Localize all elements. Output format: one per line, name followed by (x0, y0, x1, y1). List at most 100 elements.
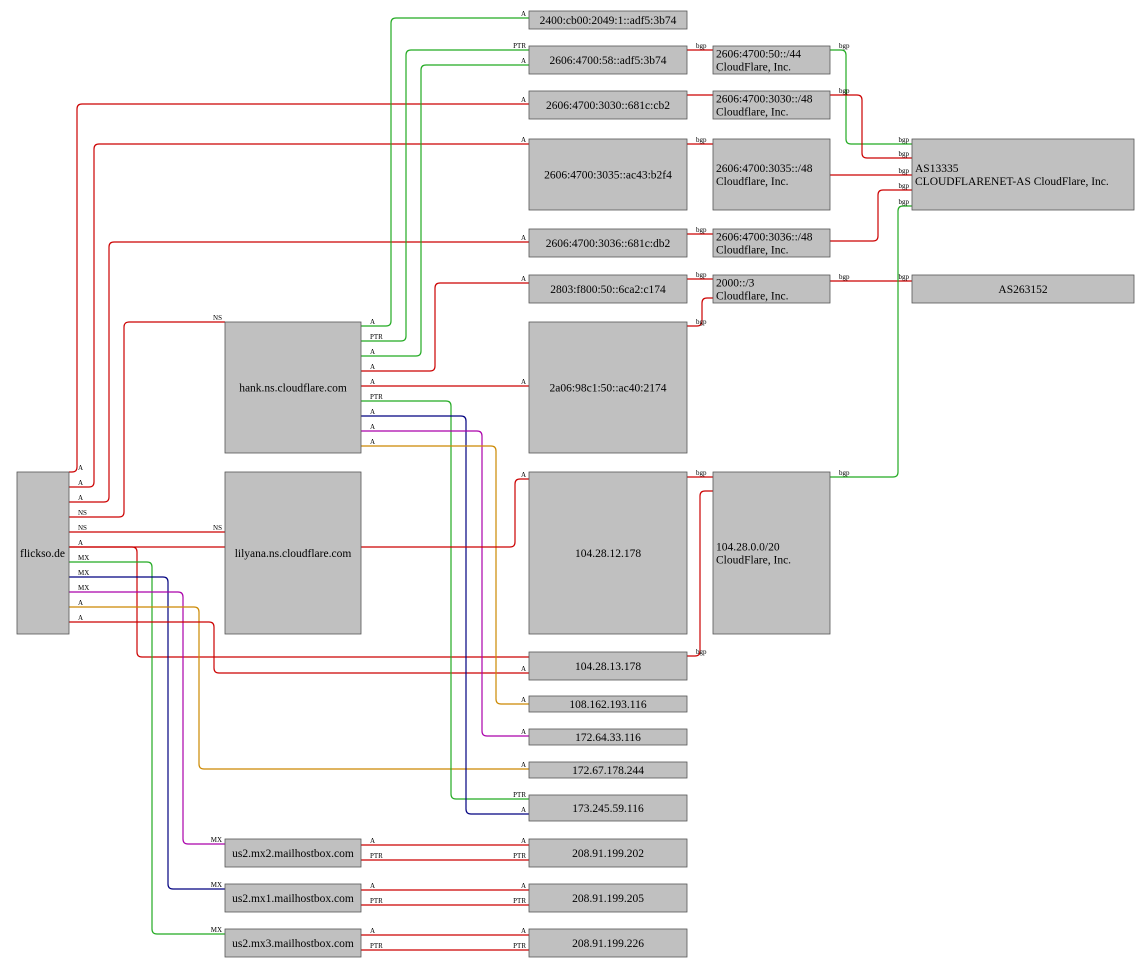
node-label: 2606:4700:3035::/48 (716, 163, 813, 175)
node-box (528, 274, 688, 304)
edge-label-start: A (370, 423, 375, 431)
edge-label-end: bgp (899, 167, 910, 175)
node-box (712, 45, 831, 75)
node-label: 208.91.199.202 (572, 848, 644, 860)
edge-label-end: A (521, 806, 526, 814)
node-as263152[interactable]: AS263152 (911, 274, 1135, 304)
node-box (16, 471, 70, 635)
edge-label-start: bgp (839, 42, 850, 50)
node-ip-173[interactable]: 173.245.59.116 (528, 794, 688, 822)
edge-label-start: PTR (370, 333, 383, 341)
node-ip-2400[interactable]: 2400:cb00:2049:1::adf5:3b74 (528, 10, 688, 30)
edge-bgp-40 (830, 205, 912, 478)
edge-label-end: NS (213, 314, 222, 322)
edge-label-end: bgp (899, 198, 910, 206)
node-ip-172-64[interactable]: 172.64.33.116 (528, 728, 688, 746)
node-label: us2.mx3.mailhostbox.com (232, 938, 354, 950)
edge-ptr-12 (361, 49, 529, 342)
node-box (528, 695, 688, 713)
node-ip-108[interactable]: 108.162.193.116 (528, 695, 688, 713)
edge-label-start: bgp (696, 271, 707, 279)
node-label: 108.162.193.116 (569, 699, 646, 711)
node-box (224, 321, 362, 454)
node-box (224, 838, 362, 868)
node-label: hank.ns.cloudflare.com (239, 383, 347, 395)
edge-label-start: A (370, 882, 375, 890)
edge-a-19 (361, 445, 529, 705)
node-box (528, 90, 688, 120)
edge-label-end: MX (211, 881, 222, 889)
edge-label-start: A (78, 494, 83, 502)
node-flickso[interactable]: flickso.de (16, 471, 70, 635)
node-box (528, 651, 688, 681)
node-box (712, 228, 831, 258)
edge-a-0 (69, 103, 529, 473)
edge-label-start: A (78, 614, 83, 622)
edge-label-start: A (370, 927, 375, 935)
edge-label-start: bgp (839, 273, 850, 281)
edge-label-start: A (370, 348, 375, 356)
edge-label-end: PTR (513, 791, 526, 799)
edge-ptr-16 (361, 400, 529, 800)
edge-bgp-38 (830, 189, 912, 242)
node-label: CloudFlare, Inc. (716, 555, 791, 567)
edge-label-start: bgp (696, 648, 707, 656)
node-box (528, 471, 688, 635)
node-ip-172-67[interactable]: 172.67.178.244 (528, 761, 688, 779)
node-box (712, 138, 831, 211)
node-label: Cloudflare, Inc. (716, 107, 789, 119)
node-mx1[interactable]: us2.mx1.mailhostbox.com (224, 883, 362, 913)
edge-label-start: bgp (696, 136, 707, 144)
node-box (224, 471, 362, 635)
node-ip-104-12[interactable]: 104.28.12.178 (528, 471, 688, 635)
edge-label-end: MX (211, 926, 222, 934)
edge-a-13 (361, 64, 529, 357)
node-label: 172.64.33.116 (575, 732, 641, 744)
node-ip-2803[interactable]: 2803:f800:50::6ca2:c174 (528, 274, 688, 304)
edge-ns-3 (69, 321, 225, 518)
node-ip-2606-3036[interactable]: 2606:4700:3036::681c:db2 (528, 228, 688, 258)
node-ip-2a06[interactable]: 2a06:98c1:50::ac40:2174 (528, 321, 688, 454)
node-ip-205[interactable]: 208.91.199.205 (528, 883, 688, 913)
edge-a-26 (69, 478, 529, 548)
node-label: 104.28.12.178 (575, 548, 641, 560)
node-ip-2606-58[interactable]: 2606:4700:58::adf5:3b74 (528, 45, 688, 75)
edge-label-end: bgp (899, 150, 910, 158)
edge-label-start: PTR (370, 897, 383, 905)
node-ip-2606-3035[interactable]: 2606:4700:3035::ac43:b2f4 (528, 138, 688, 211)
node-ip-226[interactable]: 208.91.199.226 (528, 928, 688, 958)
node-lilyana[interactable]: lilyana.ns.cloudflare.com (224, 471, 362, 635)
node-label: 104.28.0.0/20 (716, 542, 780, 554)
edge-label-start: MX (78, 569, 89, 577)
edge-label-start: A (370, 408, 375, 416)
edge-label-end: A (521, 471, 526, 479)
node-hank[interactable]: hank.ns.cloudflare.com (224, 321, 362, 454)
edge-label-end: A (521, 10, 526, 18)
edge-label-end: MX (211, 836, 222, 844)
node-mx3[interactable]: us2.mx3.mailhostbox.com (224, 928, 362, 958)
node-ip-202[interactable]: 208.91.199.202 (528, 838, 688, 868)
node-label: 172.67.178.244 (572, 765, 644, 777)
node-label: 2a06:98c1:50::ac40:2174 (550, 383, 667, 395)
node-box (528, 45, 688, 75)
node-box (528, 928, 688, 958)
edge-bgp-36 (830, 94, 912, 159)
node-ip-104-13[interactable]: 104.28.13.178 (528, 651, 688, 681)
edge-label-start: PTR (370, 852, 383, 860)
edge-label-end: bgp (899, 136, 910, 144)
node-label: 2606:4700:58::adf5:3b74 (550, 55, 667, 67)
node-label: 2606:4700:50::/44 (716, 49, 801, 61)
edge-label-end: A (521, 696, 526, 704)
node-ip-2606-3030[interactable]: 2606:4700:3030::681c:cb2 (528, 90, 688, 120)
node-mx2[interactable]: us2.mx2.mailhostbox.com (224, 838, 362, 868)
node-box (528, 794, 688, 822)
node-box (528, 228, 688, 258)
